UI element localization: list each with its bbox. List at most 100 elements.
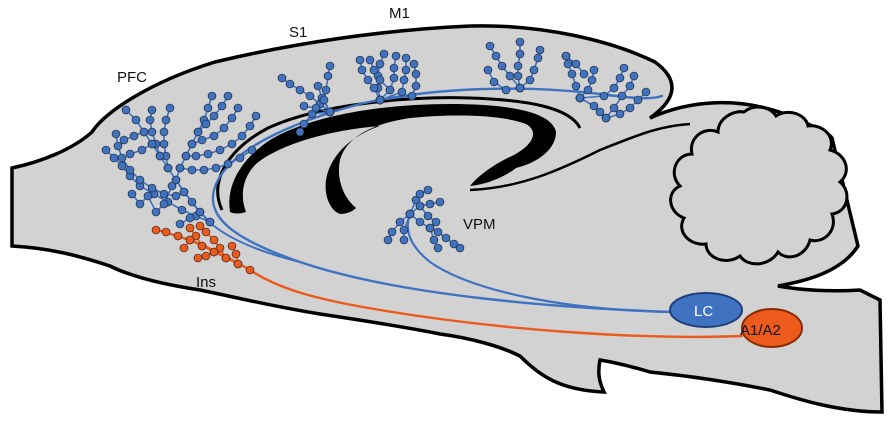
post-chain-8-dot xyxy=(625,103,635,113)
post-chain-7-dot xyxy=(625,81,635,91)
s1-chain-1-dot xyxy=(313,81,323,91)
ins-chain-3-dot xyxy=(209,247,219,257)
ins-chain-4-dot xyxy=(191,231,201,241)
pfc-chain-3-dot xyxy=(203,103,213,113)
m1-chain-2-dot xyxy=(399,75,409,85)
ins-chain-4-dot xyxy=(185,223,195,233)
post-chain-7-dot xyxy=(609,103,619,113)
pfc-chain-0-dot xyxy=(187,197,197,207)
s1-chain-3-dot xyxy=(319,95,329,105)
s1-chain-0-dot xyxy=(277,73,287,83)
vpm-chain-0-dot xyxy=(387,227,397,237)
pfc-chain-11-dot xyxy=(119,135,129,145)
ins-chain-3-dot xyxy=(193,253,203,263)
post-chain-4-dot xyxy=(567,69,577,79)
m1-chain-2-dot xyxy=(401,53,411,63)
m1-chain-3-dot xyxy=(407,91,417,101)
pfc-chain-9-dot xyxy=(247,145,257,155)
post-chain-8-dot xyxy=(615,109,625,119)
m1-chain-5-dot xyxy=(375,95,385,105)
post-chain-9-dot xyxy=(575,93,585,103)
post-chain-3-dot xyxy=(501,85,511,95)
pfc-chain-4-dot xyxy=(159,127,169,137)
m1-chain-4-dot xyxy=(375,75,385,85)
ins-chain-5-dot xyxy=(185,235,195,245)
pfc-chain-1-dot xyxy=(177,205,187,215)
label-ins: Ins xyxy=(196,274,216,291)
post-chain-1-dot xyxy=(515,37,525,47)
vpm-chain-1-branch xyxy=(409,201,441,215)
pfc-chain-1-dot xyxy=(101,145,111,155)
post-chain-5-dot xyxy=(583,85,593,95)
pfc-chain-2-dot xyxy=(171,191,181,201)
pfc-chain-4-dot xyxy=(161,115,171,125)
ins-chain-0-dot xyxy=(161,227,171,237)
pfc-chain-7-dot xyxy=(209,131,219,141)
ins-chain-1-dot xyxy=(209,235,219,245)
pfc-chain-8-dot xyxy=(181,151,191,161)
ins-chain-1-dot xyxy=(195,221,205,231)
post-chain-1-dot xyxy=(515,49,525,59)
vpm-chain-2-dot xyxy=(411,195,421,205)
vpm-chain-3-dot xyxy=(455,243,465,253)
s1-chain-2-branch xyxy=(299,111,331,133)
pfc-chain-7-dot xyxy=(219,123,229,133)
ins-chain-1-dot xyxy=(201,227,211,237)
m1-chain-5-dot xyxy=(369,83,379,93)
vpm-chain-1-dot xyxy=(435,197,445,207)
post-chain-8-dot xyxy=(641,87,651,97)
a1a2-nucleus xyxy=(741,308,803,348)
post-chain-3-dot xyxy=(489,77,499,87)
m1-chain-4-dot xyxy=(369,65,379,75)
vpm-chain-6-dot xyxy=(431,217,441,227)
m1-chain-1-dot xyxy=(389,73,399,83)
post-chain-10-dot xyxy=(571,59,581,69)
s1-chain-4-dot xyxy=(299,101,309,111)
s1-chain-0-dot xyxy=(295,85,305,95)
post-chain-7-dot xyxy=(617,91,627,101)
cerebellum xyxy=(669,105,849,266)
pfc-chain-8-dot xyxy=(237,131,247,141)
m1-chain-1-dot xyxy=(389,63,399,73)
pfc-chain-2-dot xyxy=(111,129,121,139)
post-chain-8-dot xyxy=(633,95,643,105)
post-chain-10-dot xyxy=(561,51,571,61)
pfc-chain-13-dot xyxy=(159,199,169,209)
post-chain-9-dot xyxy=(619,63,629,73)
pfc-chain-10-dot xyxy=(195,207,205,217)
lc-terminal-dots xyxy=(101,37,651,253)
label-lc: LC xyxy=(694,303,713,320)
post-chain-2-dot xyxy=(525,75,535,85)
m1-chain-3-dot xyxy=(411,69,421,79)
vpm-chain-3-dot xyxy=(449,239,459,249)
vpm-chain-6-dot xyxy=(423,211,433,221)
pfc-chain-2-dot xyxy=(147,183,157,193)
pfc-chain-13-dot xyxy=(143,191,153,201)
ins-chain-1-dot xyxy=(215,243,225,253)
pfc-chain-1-dot xyxy=(117,161,127,171)
m1-chain-2-dot xyxy=(401,65,411,75)
pfc-chain-12-dot xyxy=(125,149,135,159)
m1-chain-5-dot xyxy=(363,75,373,85)
post-chain-1-dot xyxy=(513,71,523,81)
pfc-chain-2-dot xyxy=(113,141,123,151)
post-chain-0-dot xyxy=(491,51,501,61)
post-chain-9-dot xyxy=(615,73,625,83)
pfc-chain-4-dot xyxy=(163,163,173,173)
m1-chain-5-dot xyxy=(355,55,365,65)
pfc-chain-5-dot xyxy=(147,127,157,137)
pfc-chain-4-dot xyxy=(165,103,175,113)
vpm-chain-4-dot xyxy=(399,225,409,235)
pfc-chain-9-dot xyxy=(199,165,209,175)
s1-chain-3-dot xyxy=(321,85,331,95)
s1-chain-4-dot xyxy=(325,107,335,117)
label-s1: S1 xyxy=(289,24,307,41)
ins-chain-0-dot xyxy=(151,225,161,235)
pfc-chain-6-dot xyxy=(217,101,227,111)
pfc-chain-0-dot xyxy=(131,115,141,125)
s1-chain-3-dot xyxy=(325,61,335,71)
ins-chain-0-dot xyxy=(173,231,183,241)
vpm-chain-6-dot xyxy=(415,201,425,211)
post-chain-0-dot xyxy=(485,41,495,51)
